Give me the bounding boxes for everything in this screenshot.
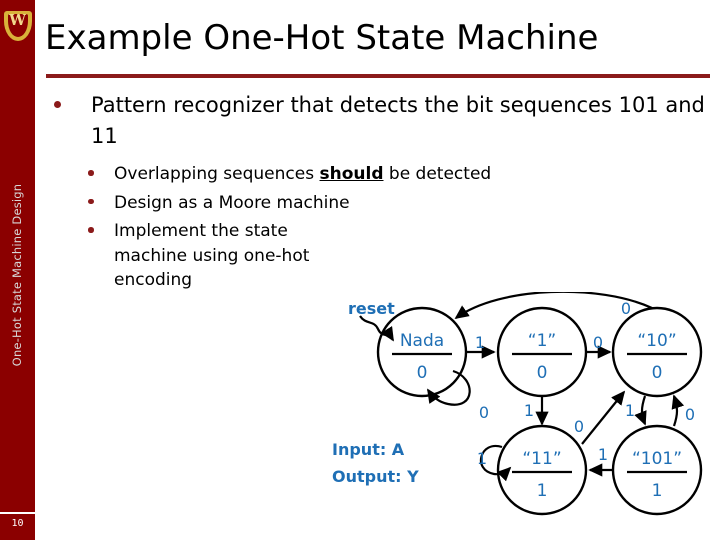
state-output-s11: 1: [537, 481, 548, 501]
edge-s11-self: [479, 444, 512, 482]
edge-label-s11-to-s10: 0: [574, 417, 584, 436]
crest-letter: W: [9, 11, 26, 29]
sidebar-divider: [0, 512, 35, 514]
bullet-marker-icon: [88, 198, 94, 204]
page-number: 10: [11, 518, 24, 529]
sub-bullet-emphasis-1: should: [319, 164, 384, 184]
state-node-s11: “11” 1: [496, 424, 588, 516]
state-node-s1: “1” 0: [496, 306, 588, 398]
edge-label-s11-self: 1: [477, 449, 487, 468]
sub-bullet-text-2: Design as a Moore machine: [114, 192, 350, 213]
state-name-s1: “1”: [528, 331, 556, 351]
shield-inner: [7, 14, 28, 37]
list-item: Design as a Moore machine: [86, 191, 706, 216]
sub-bullet-list: Overlapping sequences should be detected…: [86, 162, 706, 297]
state-machine-diagram: Nada 0 “1” 0 “10” 0 “11” 1: [330, 292, 720, 540]
reset-arrow: [359, 315, 394, 342]
edge-s101-to-s10: [671, 394, 685, 427]
state-name-s101: “101”: [632, 449, 682, 469]
state-node-s10: “10” 0: [611, 306, 703, 398]
list-item: Implement the state machine using one-ho…: [86, 219, 706, 293]
edge-s11-to-s10: [581, 390, 626, 445]
bullet-marker-icon: [54, 101, 61, 108]
primary-bullet-text: Pattern recognizer that detects the bit …: [91, 93, 705, 148]
bullet-marker-icon: [88, 170, 94, 176]
output-label: Output: Y: [332, 467, 419, 486]
page-title: Example One-Hot State Machine: [45, 18, 599, 58]
state-output-s10: 0: [652, 363, 663, 383]
sub-bullet-text-1: Overlapping sequences should be detected: [114, 162, 706, 187]
state-name-nada: Nada: [400, 331, 444, 351]
title-underline-rule: [46, 74, 710, 78]
bullet-marker-icon: [88, 227, 94, 233]
state-output-s101: 1: [652, 481, 663, 501]
edge-s10-to-s101: [634, 395, 647, 426]
list-item: Overlapping sequences should be detected: [86, 162, 706, 187]
state-node-nada: Nada 0: [376, 306, 468, 398]
sub-bullet-pre-1: Overlapping sequences: [114, 164, 320, 184]
edge-s10-to-nada: [454, 292, 653, 320]
shield-icon: W: [3, 9, 33, 49]
sub-bullet-text-3: Implement the state machine using one-ho…: [114, 221, 310, 290]
input-label: Input: A: [332, 440, 405, 459]
state-output-nada: 0: [417, 363, 428, 383]
primary-bullet: Pattern recognizer that detects the bit …: [50, 90, 710, 152]
edge-label-s101-to-s11: 1: [598, 445, 608, 464]
edge-label-s1-to-s11: 1: [524, 401, 534, 420]
sidebar: W One-Hot State Machine Design 10: [0, 0, 35, 540]
edge-label-s101-to-s10: 0: [685, 405, 695, 424]
sub-bullet-post-1: be detected: [383, 164, 492, 184]
reset-label: reset: [348, 299, 395, 318]
edge-label-s10-to-nada: 0: [621, 299, 631, 318]
edge-label-s10-to-s101: 1: [625, 401, 635, 420]
edge-label-nada-to-s1: 1: [475, 333, 485, 352]
edge-label-s1-to-s10: 0: [593, 333, 603, 352]
university-crest-logo: W: [0, 0, 35, 58]
state-node-s101: “101” 1: [611, 424, 703, 516]
state-output-s1: 0: [537, 363, 548, 383]
state-name-s10: “10”: [637, 331, 676, 351]
state-name-s11: “11”: [522, 449, 561, 469]
sidebar-vertical-title: One-Hot State Machine Design: [10, 183, 24, 367]
edge-label-nada-self: 0: [479, 403, 489, 422]
